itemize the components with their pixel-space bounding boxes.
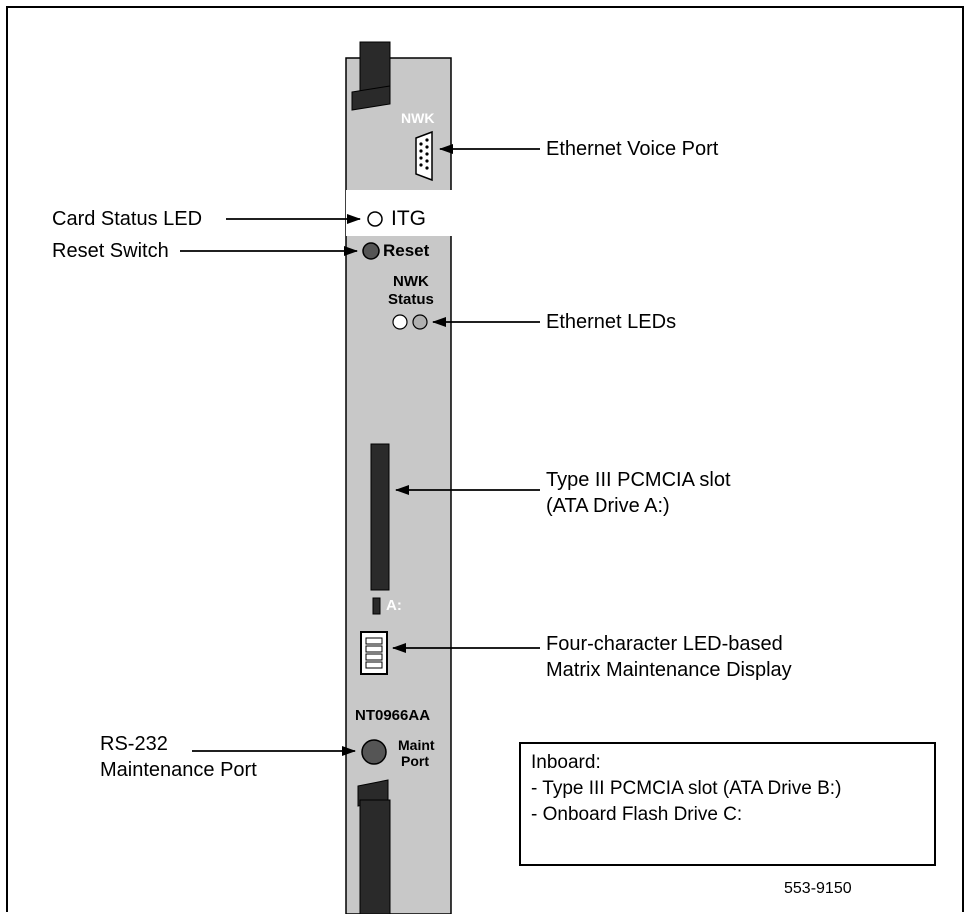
maint-label-1: Maint	[398, 737, 435, 753]
itg-label: ITG	[391, 207, 426, 230]
callout-rs232-2: Maintenance Port	[100, 759, 257, 781]
inboard-item: - Type III PCMCIA slot (ATA Drive B:)	[531, 778, 842, 799]
callout-pcmcia-1: Type III PCMCIA slot	[546, 469, 731, 491]
maintenance-port[interactable]	[361, 739, 387, 765]
reset-button[interactable]	[362, 242, 380, 260]
top-latch	[351, 41, 391, 111]
callout-rs232-1: RS-232	[100, 733, 168, 755]
nwk-status-label-2: Status	[388, 291, 434, 308]
inboard-box: Inboard: - Type III PCMCIA slot (ATA Dri…	[519, 742, 936, 866]
nwk-port-label: NWK	[401, 110, 435, 126]
callout-card-status-led: Card Status LED	[52, 208, 203, 230]
callout-display-2: Matrix Maintenance Display	[546, 659, 792, 681]
diagram-frame	[6, 6, 964, 912]
maint-label-2: Port	[401, 753, 429, 769]
ethernet-led-1	[392, 314, 408, 330]
callout-reset-switch: Reset Switch	[52, 240, 169, 262]
drive-a-label: A:	[386, 597, 402, 614]
drive-a-led	[372, 597, 381, 615]
reset-label: Reset	[383, 241, 430, 260]
card-status-led	[367, 211, 383, 227]
itg-band	[346, 190, 452, 236]
callout-ethernet-voice-port: Ethernet Voice Port	[546, 138, 719, 160]
callout-display-1: Four-character LED-based	[546, 633, 783, 655]
callout-pcmcia-2: (ATA Drive A:)	[546, 495, 670, 517]
bottom-latch	[357, 779, 391, 914]
callout-ethernet-leds: Ethernet LEDs	[546, 311, 677, 333]
figure-id: 553-9150	[784, 880, 852, 897]
inboard-item: - Onboard Flash Drive C:	[531, 804, 743, 825]
pcmcia-slot	[370, 443, 390, 591]
inboard-title: Inboard:	[531, 752, 601, 773]
nwk-status-label-1: NWK	[393, 273, 429, 290]
part-number: NT0966AA	[355, 707, 431, 724]
matrix-display	[360, 631, 388, 675]
ethernet-led-2	[412, 314, 428, 330]
db9-port	[415, 130, 433, 182]
